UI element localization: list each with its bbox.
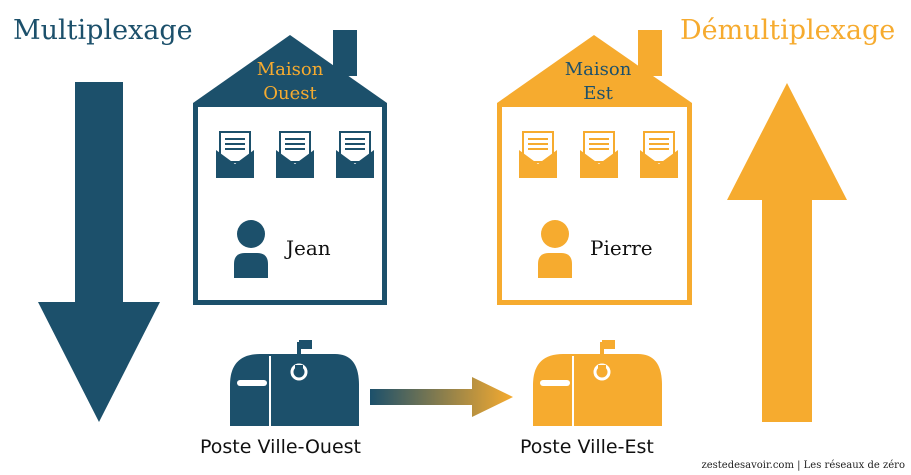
mailbox-icon: [533, 340, 662, 426]
house-east-label-line1: Maison: [564, 59, 632, 80]
envelope-icon: [640, 131, 678, 178]
person-icon: [234, 220, 268, 278]
title-demultiplexage: Démultiplexage: [680, 15, 896, 46]
post-east-label: Poste Ville-Est: [520, 436, 654, 458]
house-west-label-line1: Maison: [256, 59, 324, 80]
envelope-icon: [216, 131, 254, 178]
mailbox-icon: [230, 340, 359, 426]
envelope-icon: [580, 131, 618, 178]
envelope-icon: [276, 131, 314, 178]
person-name-pierre: Pierre: [590, 236, 653, 260]
house-west-label-line2: Ouest: [263, 83, 317, 104]
envelope-icon: [336, 131, 374, 178]
house-east-label: Maison Est: [538, 58, 658, 106]
title-multiplexage: Multiplexage: [13, 15, 193, 46]
credit-text: zestedesavoir.com | Les réseaux de zéro: [701, 460, 905, 471]
person-icon: [538, 220, 572, 278]
up-arrow-icon: [727, 83, 847, 422]
right-arrow-icon: [370, 377, 513, 417]
house-east-label-line2: Est: [583, 83, 613, 104]
house-west-label: Maison Ouest: [230, 58, 350, 106]
person-name-jean: Jean: [286, 236, 331, 260]
envelope-icon: [519, 131, 557, 178]
post-west-label: Poste Ville-Ouest: [200, 436, 362, 458]
down-arrow-icon: [38, 82, 160, 422]
